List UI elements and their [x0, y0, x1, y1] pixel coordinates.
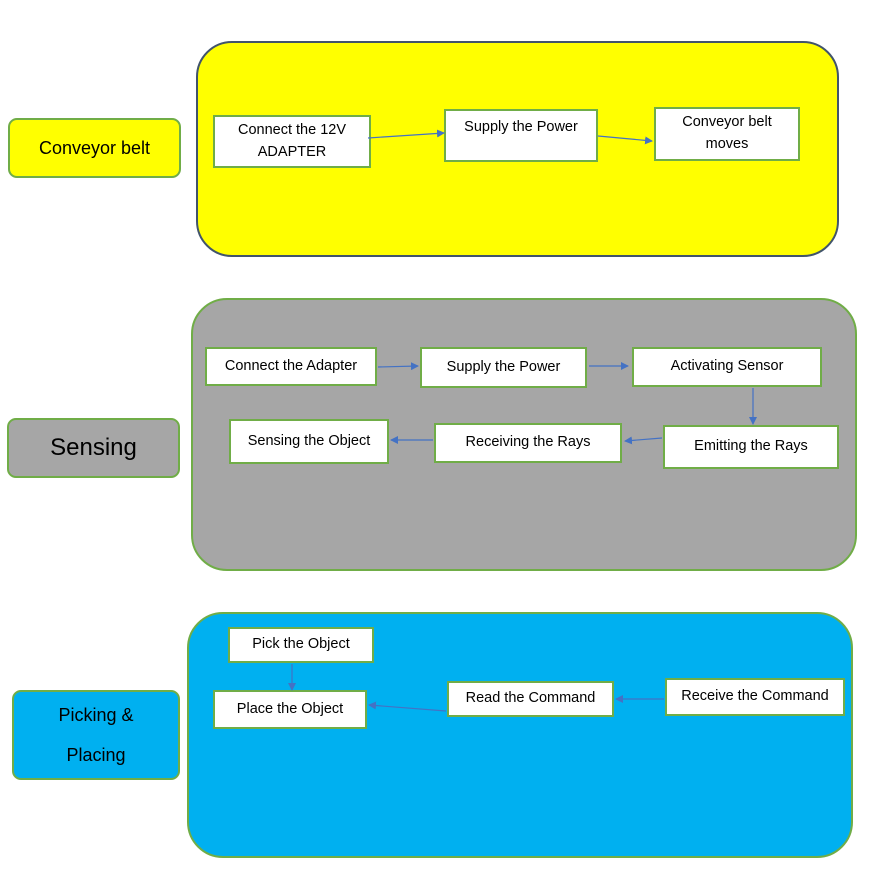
- sensing-label-text: Sensing: [50, 434, 137, 461]
- step-pick-object: Pick the Object: [228, 627, 374, 663]
- picking-label-line1: Picking &: [58, 705, 134, 725]
- conveyor-belt-label-text: Conveyor belt: [38, 137, 151, 158]
- step-connect-adapter: Connect the Adapter: [205, 347, 377, 386]
- step-conveyor-supply-power: Supply the Power: [444, 109, 598, 162]
- step-activating-sensor: Activating Sensor: [632, 347, 822, 387]
- conveyor-belt-label: Conveyor belt: [8, 118, 181, 178]
- sensing-label: Sensing: [7, 418, 180, 478]
- picking-placing-label: Picking & Placing: [12, 690, 180, 780]
- step-receive-command: Receive the Command: [665, 678, 845, 716]
- step-sensing-object: Sensing the Object: [229, 419, 389, 464]
- step-connect-12v-adapter: Connect the 12V ADAPTER: [213, 115, 371, 168]
- step-conveyor-belt-moves: Conveyor belt moves: [654, 107, 800, 161]
- step-read-command: Read the Command: [447, 681, 614, 717]
- step-receiving-rays: Receiving the Rays: [434, 423, 622, 463]
- step-place-object: Place the Object: [213, 690, 367, 729]
- step-emitting-rays: Emitting the Rays: [663, 425, 839, 469]
- picking-label-line2: Placing: [66, 745, 126, 765]
- step-sensing-supply-power: Supply the Power: [420, 347, 587, 388]
